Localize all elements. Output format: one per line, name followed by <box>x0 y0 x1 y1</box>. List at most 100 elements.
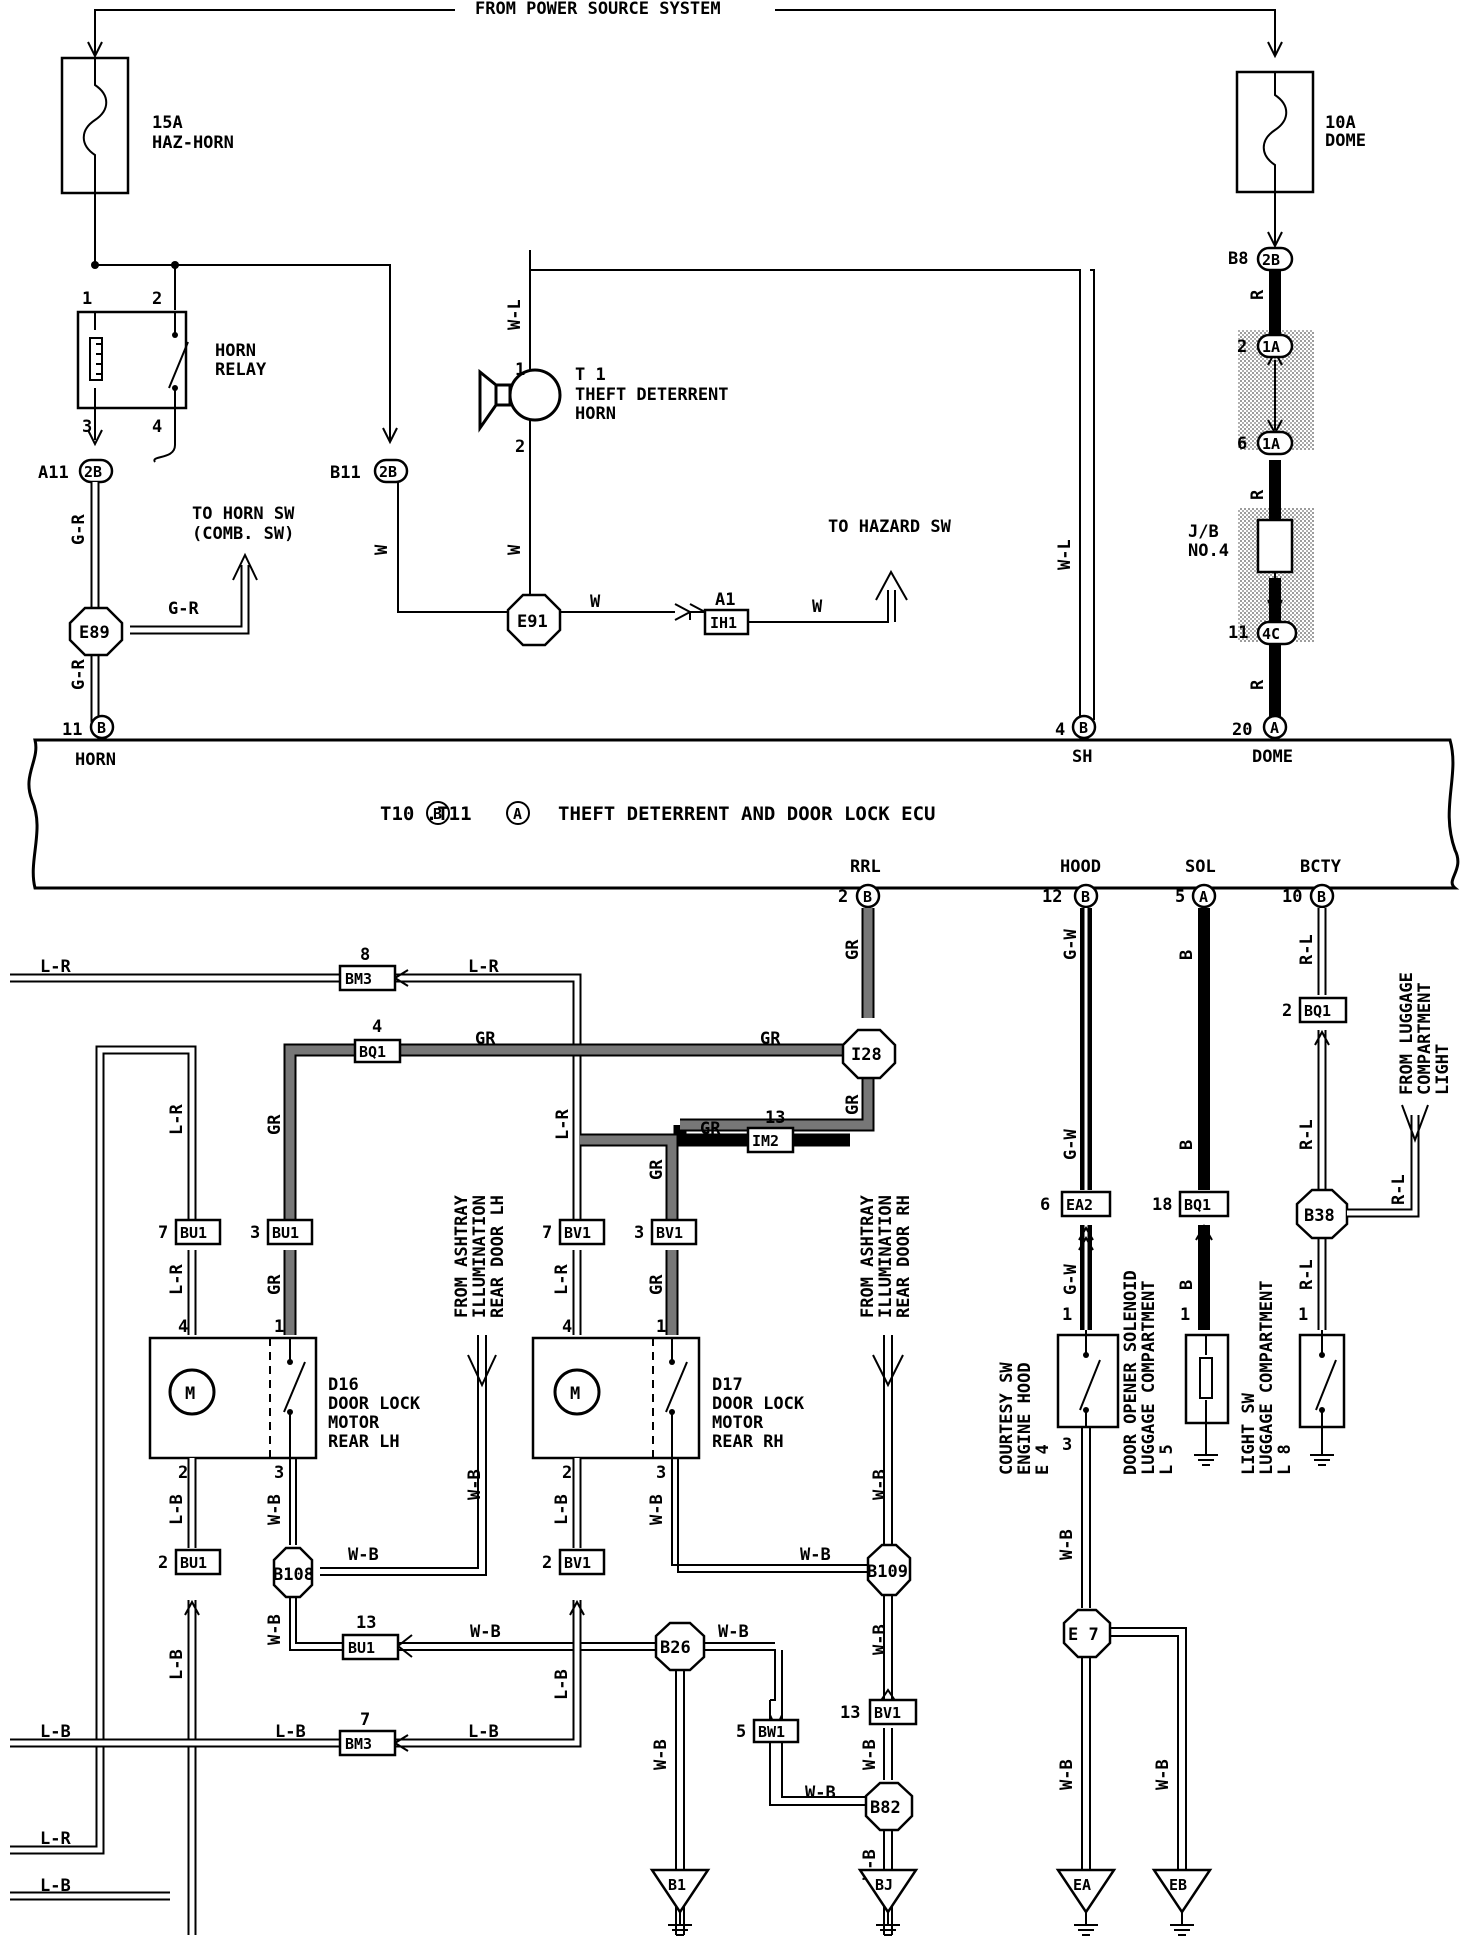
pin-sol-mark: A <box>1199 888 1208 906</box>
connector-b11: 2B B11 <box>330 458 409 484</box>
l5-id: L 5 <box>1157 1444 1177 1475</box>
d17-pin-3: 3 <box>656 1463 666 1483</box>
pin-horn-mark: B <box>97 719 106 737</box>
pin-rrl-mark: B <box>863 888 872 906</box>
pin-hood-mark: B <box>1081 888 1090 906</box>
e4-pin-3: 3 <box>1062 1435 1072 1455</box>
ashtray-rh-3: REAR DOOR RH <box>894 1195 914 1318</box>
b8-code: 2B <box>1262 251 1280 269</box>
bv1-a-pin: 7 <box>542 1223 552 1243</box>
bq1-bcty-pin: 2 <box>1282 1001 1292 1021</box>
im2-code: IM2 <box>752 1132 779 1150</box>
from-luggage-3: LIGHT <box>1433 1044 1453 1095</box>
ecu-title-prefix: T10 .T11 <box>380 803 472 825</box>
e91-id: E91 <box>517 612 548 632</box>
wire-l-b-8: L-B <box>552 1669 572 1700</box>
wire-r-2: R <box>1248 489 1268 500</box>
d16-pin-2: 2 <box>178 1463 188 1483</box>
relay-pin-4: 4 <box>152 417 162 437</box>
wire-wb-9: W-B <box>465 1469 485 1500</box>
wire-g-r-3: G-R <box>168 599 199 619</box>
horn-wire-g-r: G-R G-R G-R TO HORN SW (COMB. SW) <box>69 482 295 722</box>
relay-pin-1: 1 <box>82 289 92 309</box>
dome-circuit: B8 2B 1A 2 1A 6 J/B NO.4 4C 11 R R R <box>1188 192 1314 725</box>
d17-pin-2: 2 <box>562 1463 572 1483</box>
wire-wb-e2: W-B <box>1057 1759 1077 1790</box>
bv1-c-pin: 13 <box>840 1703 860 1723</box>
l8-l2: LUGGAGE COMPARTMENT <box>1257 1281 1277 1475</box>
ashtray-lh-3: REAR DOOR LH <box>488 1195 508 1318</box>
fuse-dome-rating: 10A <box>1325 113 1356 133</box>
wire-w-4: W <box>812 597 823 617</box>
b11-id: B11 <box>330 463 361 483</box>
bq1-bcty-code: BQ1 <box>1304 1002 1331 1020</box>
wire-w-3: W <box>590 592 601 612</box>
wire-g-r-2: G-R <box>69 659 89 690</box>
wire-l-b-1: L-B <box>40 1722 71 1742</box>
pin-bcty-num: 10 <box>1282 887 1302 907</box>
d16-pin-1: 1 <box>274 1317 284 1337</box>
horn-relay-label-2: RELAY <box>215 360 267 380</box>
ground-ea-id: EA <box>1073 1876 1091 1894</box>
b8-id: B8 <box>1228 249 1248 269</box>
bm3-bot-pin: 7 <box>360 1710 370 1730</box>
wire-g-w-2: G-W <box>1061 1129 1081 1160</box>
ih1-code: IH1 <box>710 614 737 632</box>
im2-pin: 13 <box>765 1108 785 1128</box>
d17-l4: REAR RH <box>712 1432 784 1452</box>
bm3-top-code: BM3 <box>345 970 372 988</box>
from-luggage-2: COMPARTMENT <box>1415 982 1435 1095</box>
b26-id: B26 <box>660 1638 691 1658</box>
wire-l-b-2: L-B <box>275 1722 306 1742</box>
bq1-mid-code: BQ1 <box>359 1043 386 1061</box>
a11-code: 2B <box>84 463 102 481</box>
wire-gr-8: GR <box>265 1274 285 1295</box>
pin-dome-num: 20 <box>1232 720 1252 740</box>
d16-pin-3: 3 <box>274 1463 284 1483</box>
door-lock-wiring: BM3 8 L-R L-R L-R BQ1 4 IM2 13 I28 GR GR… <box>10 908 919 1936</box>
wire-w-2: W <box>505 544 525 555</box>
bv1-c-code: BV1 <box>874 1704 901 1722</box>
bu1-b-pin: 3 <box>250 1223 260 1243</box>
i28-id: I28 <box>851 1045 882 1065</box>
l5-l3: DOOR OPENER SOLENOID <box>1121 1270 1141 1475</box>
bu1-d-pin: 2 <box>158 1553 168 1573</box>
d16-motor-m: M <box>185 1384 195 1404</box>
wire-g-w-1: G-W <box>1061 929 1081 960</box>
e7-id: E 7 <box>1068 1625 1099 1645</box>
d16-l2: DOOR LOCK <box>328 1394 421 1414</box>
wire-gr-3: GR <box>475 1029 496 1049</box>
wire-l-b-3: L-B <box>468 1722 499 1742</box>
wire-r-l-1: R-L <box>1297 934 1317 965</box>
ground-b1-id: B1 <box>668 1876 686 1894</box>
ecu-b-mark: B <box>433 805 442 823</box>
e4-l3: COURTESY SW <box>997 1362 1017 1475</box>
wire-wb-1: W-B <box>348 1545 379 1565</box>
d16-pin-4: 4 <box>178 1317 188 1337</box>
pin-dome-name: DOME <box>1252 747 1293 767</box>
bu1-b-code: BU1 <box>272 1224 299 1242</box>
pin-sh-num: 4 <box>1055 720 1065 740</box>
pin-horn-num: 11 <box>62 720 82 740</box>
d17-id: D17 <box>712 1375 743 1395</box>
wire-wb-10: W-B <box>870 1469 890 1500</box>
wire-wb-12: W-B <box>651 1739 671 1770</box>
pin-sh-name: SH <box>1072 747 1092 767</box>
wire-l-r-g: L-R <box>40 1829 71 1849</box>
ground-eb-id: EB <box>1169 1876 1187 1894</box>
wire-gr-6: GR <box>265 1114 285 1135</box>
wire-r-1: R <box>1248 289 1268 300</box>
bu1-c-code: BU1 <box>348 1639 375 1657</box>
wire-l-b-7: L-B <box>552 1494 572 1525</box>
j1-code: 1A <box>1262 338 1280 356</box>
wire-gr-4: GR <box>760 1029 781 1049</box>
fuse-haz-horn-name: HAZ-HORN <box>152 133 234 153</box>
t1-id: T 1 <box>575 365 606 385</box>
j3-code: 4C <box>1262 625 1280 643</box>
fuse-dome-name: DOME <box>1325 131 1366 151</box>
bu1-d-code: BU1 <box>180 1554 207 1572</box>
fuse-dome: 10A DOME <box>1235 70 1366 194</box>
wire-wb-2: W-B <box>800 1545 831 1565</box>
d17-pin-4: 4 <box>562 1317 572 1337</box>
